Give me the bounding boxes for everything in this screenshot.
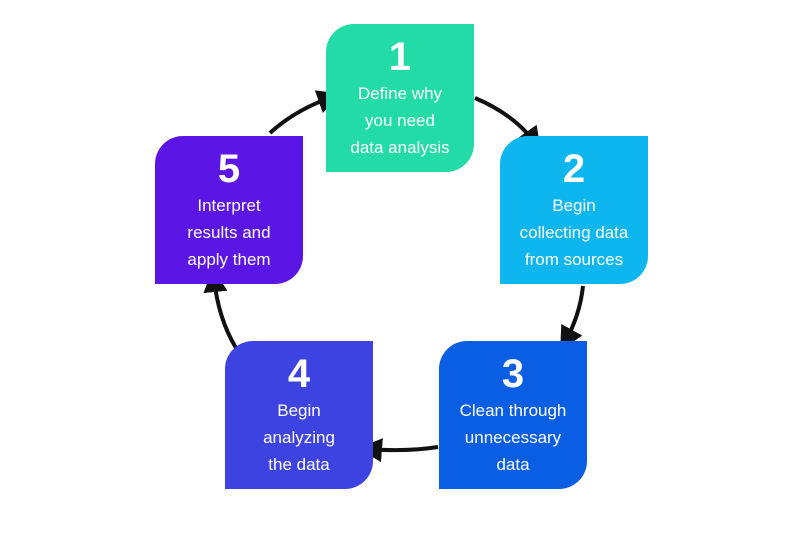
step-5-line-3: apply them <box>187 250 271 269</box>
step-3-line-2: unnecessary <box>464 428 562 447</box>
arrow-step4-to-step5 <box>203 268 238 350</box>
step-3-line-1: Clean through <box>459 401 567 420</box>
step-2-card: 2 Begin collecting data from sources <box>500 136 648 284</box>
step-1-line-1: Define why <box>357 84 443 103</box>
arrow-step2-to-step3 <box>560 285 585 351</box>
step-2-line-3: from sources <box>524 250 624 269</box>
step-2-line-1: Begin <box>552 196 596 215</box>
step-5-number: 5 <box>217 147 241 191</box>
step-5-line-1: Interpret <box>197 196 261 215</box>
step-5-card: 5 Interpret results and apply them <box>155 136 303 284</box>
step-2-number: 2 <box>562 147 586 191</box>
step-3-number: 3 <box>501 352 525 396</box>
step-4-line-3: the data <box>268 455 330 474</box>
arrow-step5-to-step1 <box>268 90 342 135</box>
step-3-card: 3 Clean through unnecessary data <box>439 341 587 489</box>
step-1-line-2: you need <box>365 111 435 130</box>
step-1-card: 1 Define why you need data analysis <box>326 24 474 172</box>
arrow-step3-to-step4 <box>358 438 439 463</box>
step-1-line-3: data analysis <box>350 138 450 157</box>
step-4-line-2: analyzing <box>263 428 335 447</box>
step-4-card: 4 Begin analyzing the data <box>225 341 373 489</box>
step-2-line-2: collecting data <box>519 223 629 242</box>
step-4-line-1: Begin <box>277 401 321 420</box>
step-4-number: 4 <box>287 352 311 396</box>
step-3-line-3: data <box>496 455 530 474</box>
step-1-number: 1 <box>388 35 412 79</box>
step-5-line-2: results and <box>187 223 271 242</box>
